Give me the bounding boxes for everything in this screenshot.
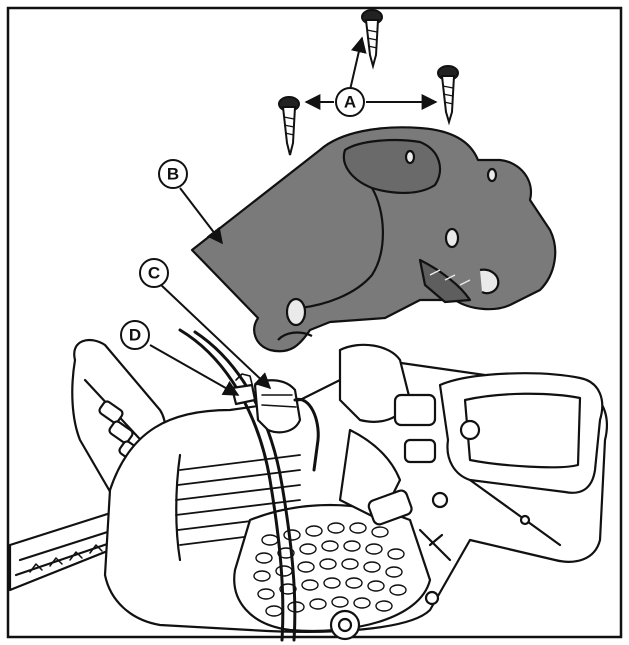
- callout-b-label: B: [167, 165, 179, 184]
- callout-d-label: D: [129, 326, 141, 345]
- callout-c-label: C: [148, 264, 160, 283]
- screws: [278, 9, 459, 156]
- spark-plug-lead: [293, 397, 320, 472]
- callout-leaders: [149, 36, 438, 396]
- chainsaw-body: [8, 328, 608, 642]
- callout-d: D: [120, 320, 150, 350]
- cylinder-cover: [190, 126, 557, 353]
- frame-border: [6, 6, 623, 639]
- callout-c: C: [139, 258, 169, 288]
- callout-a: A: [335, 87, 365, 117]
- callout-b: B: [158, 159, 188, 189]
- screw-right: [437, 65, 459, 126]
- callout-a-label: A: [344, 93, 356, 112]
- screw-left: [278, 96, 300, 156]
- chain-brake-lever: [178, 328, 285, 642]
- screw-top: [361, 9, 383, 70]
